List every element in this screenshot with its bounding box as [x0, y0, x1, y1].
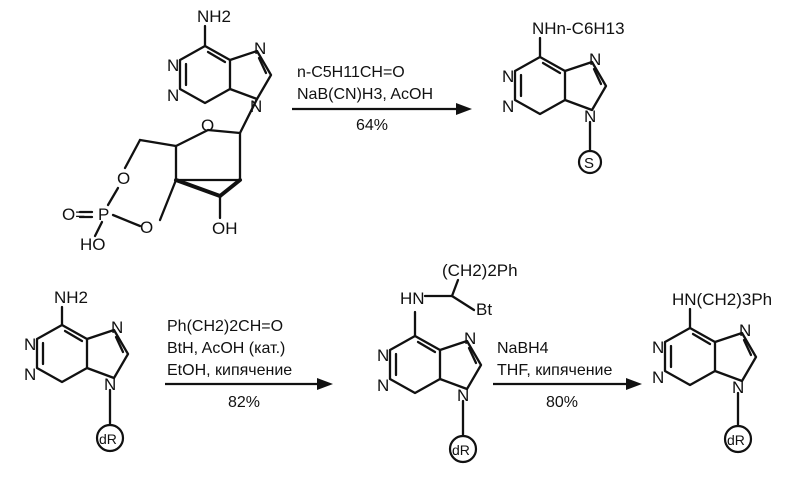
support-s-label: S [584, 155, 594, 172]
product3-substituent: HN(CH2)3Ph [672, 290, 772, 309]
camp-molecule: NH2 N N N N O O P O= O HO OH [62, 7, 273, 254]
product1-n9: N [584, 107, 596, 126]
reaction3-yield: 80% [546, 394, 578, 411]
intermediate-top-chain: (CH2)2Ph [442, 261, 518, 280]
intermediate-n9: N [457, 386, 469, 405]
camp-ring-oxygen: O [201, 116, 214, 135]
intermediate-n1: N [377, 346, 389, 365]
start-n1: N [24, 335, 36, 354]
camp-hydroxy-2prime: OH [212, 219, 238, 238]
reaction3-reagent-1: NaBH4 [497, 340, 549, 357]
product3-dr-label: dR [727, 432, 745, 448]
reaction3-arrow: NaBH4 THF, кипячение 80% [493, 340, 642, 411]
deoxyadenosine-molecule: dR NH2 N N N N [24, 288, 130, 453]
camp-oxygen-bottom: O [140, 218, 153, 237]
intermediate-n3: N [377, 376, 389, 395]
reaction1-yield: 64% [356, 117, 388, 134]
product1-molecule: S NHn-C6H13 N N N N [502, 19, 625, 175]
product3-n9: N [732, 378, 744, 397]
start-amino-label: NH2 [54, 288, 88, 307]
start-dr-label: dR [99, 431, 117, 447]
reaction2-reagent-2: BtH, AcOH (кат.) [167, 340, 285, 357]
bt-intermediate-molecule: dR (CH2)2Ph HN Bt N N N N [377, 261, 518, 464]
camp-n3: N [167, 86, 179, 105]
camp-hydroxy-p: HO [80, 235, 106, 254]
reaction2-arrow: Ph(CH2)2CH=O BtH, AcOH (кат.) EtOH, кипя… [165, 318, 333, 411]
camp-oxygen-top: O [117, 169, 130, 188]
reaction1-arrow: n-C5H11CH=O NaB(CN)H3, AcOH 64% [292, 64, 472, 134]
reaction2-reagent-1: Ph(CH2)2CH=O [167, 318, 283, 335]
camp-n1: N [167, 56, 179, 75]
reaction1-reagent-1: n-C5H11CH=O [297, 64, 405, 81]
product3-n7: N [739, 321, 751, 340]
camp-n9: N [250, 97, 262, 116]
start-n7: N [111, 318, 123, 337]
camp-phosphorus: P [98, 205, 109, 224]
product1-n3: N [502, 97, 514, 116]
product1-n7: N [589, 50, 601, 69]
reaction2-yield: 82% [228, 394, 260, 411]
product3-n1: N [652, 338, 664, 357]
intermediate-hn: HN [400, 289, 425, 308]
reaction2-reagent-3: EtOH, кипячение [167, 362, 292, 379]
intermediate-dr-label: dR [452, 442, 470, 458]
camp-amino-label: NH2 [197, 7, 231, 26]
reaction1-reagent-2: NaB(CN)H3, AcOH [297, 86, 433, 103]
product1-n1: N [502, 67, 514, 86]
product3-molecule: dR HN(CH2)3Ph N N N N [652, 290, 772, 454]
start-n3: N [24, 365, 36, 384]
intermediate-n7: N [464, 329, 476, 348]
start-n9: N [104, 375, 116, 394]
intermediate-bt: Bt [476, 300, 492, 319]
reaction3-reagent-2: THF, кипячение [497, 362, 612, 379]
product1-substituent: NHn-C6H13 [532, 19, 625, 38]
camp-oxo: O= [62, 205, 85, 224]
camp-n7: N [254, 39, 266, 58]
product3-n3: N [652, 368, 664, 387]
